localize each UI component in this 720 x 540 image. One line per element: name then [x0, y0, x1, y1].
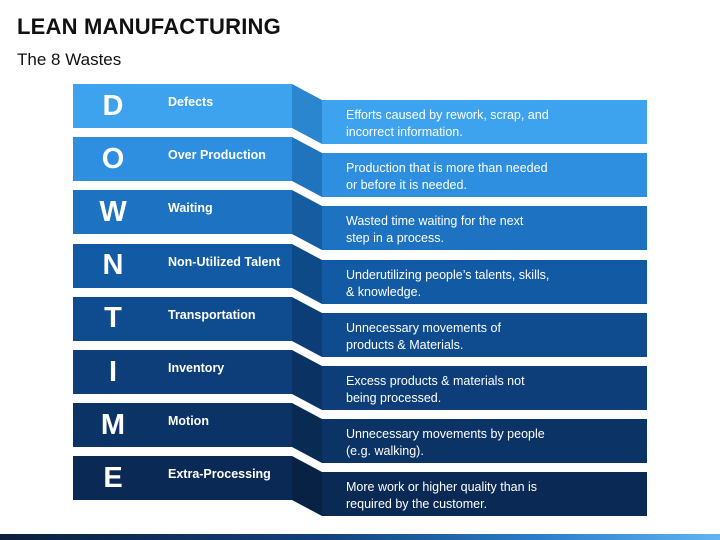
description-line: being processed.	[346, 391, 442, 405]
fold-shape	[292, 190, 322, 251]
waste-label: Defects	[153, 84, 292, 128]
fold-shape	[292, 403, 322, 464]
waste-label: Transportation	[153, 296, 292, 341]
fold-connector	[292, 296, 322, 357]
waste-letter: T	[73, 296, 153, 341]
description-line: Excess products & materials not	[346, 374, 525, 388]
fold-connector	[292, 84, 322, 144]
description-line: required by the customer.	[346, 497, 488, 512]
waste-label: Inventory	[153, 350, 292, 394]
waste-label: Extra-Processing	[153, 456, 292, 501]
description-line: Underutilizing people’s talents, skills,	[346, 267, 550, 282]
waste-description: Unnecessary movements by people (e.g. wal…	[322, 419, 647, 464]
description-line: Production that is more than needed	[346, 161, 548, 176]
description-line: incorrect information.	[346, 125, 463, 139]
fold-shape	[292, 243, 322, 304]
slide-title: LEAN MANUFACTURING	[17, 14, 281, 39]
description-line: step in a process.	[346, 231, 444, 246]
description-line: (e.g. walking).	[346, 444, 424, 459]
description-line: products & Materials.	[346, 337, 464, 352]
fold-connector	[292, 190, 322, 251]
waste-description: Efforts caused by rework, scrap, and inco…	[322, 100, 647, 144]
fold-connector	[292, 456, 322, 517]
fold-connector	[292, 350, 322, 410]
description-line: Unnecessary movements of	[346, 320, 501, 335]
waste-description: Production that is more than needed or be…	[322, 153, 647, 198]
description-line: Unnecessary movements by people	[346, 427, 545, 442]
waste-letter: D	[73, 84, 153, 128]
fold-shape	[292, 350, 322, 410]
waste-letter: O	[73, 137, 153, 182]
waste-label: Over Production	[153, 137, 292, 182]
fold-connector	[292, 137, 322, 198]
waste-description: Wasted time waiting for the next step in …	[322, 206, 647, 251]
description-line: Wasted time waiting for the next	[346, 214, 524, 229]
fold-shape	[292, 84, 322, 144]
slide-subtitle: The 8 Wastes	[17, 50, 122, 69]
fold-shape	[292, 456, 322, 517]
description-line: or before it is needed.	[346, 178, 467, 193]
waste-label: Motion	[153, 403, 292, 448]
waste-label: Waiting	[153, 190, 292, 235]
description-line: More work or higher quality than is	[346, 480, 538, 495]
waste-letter: M	[73, 403, 153, 448]
waste-description: More work or higher quality than is requi…	[322, 472, 647, 517]
description-line: & knowledge.	[346, 284, 422, 299]
fold-shape	[292, 137, 322, 198]
waste-description: Excess products & materials not being pro…	[322, 366, 647, 410]
waste-letter: W	[73, 190, 153, 235]
waste-letter: N	[73, 243, 153, 288]
footer-gradient-bar	[0, 534, 720, 540]
fold-connector	[292, 403, 322, 464]
description-line: Efforts caused by rework, scrap, and	[346, 108, 549, 122]
waste-letter: E	[73, 456, 153, 501]
waste-description: Underutilizing people’s talents, skills,…	[322, 259, 647, 304]
waste-letter: I	[73, 350, 153, 394]
fold-connector	[292, 243, 322, 304]
waste-label: Non-Utilized Talent	[153, 243, 292, 288]
fold-shape	[292, 296, 322, 357]
waste-description: Unnecessary movements of products & Mater…	[322, 312, 647, 357]
